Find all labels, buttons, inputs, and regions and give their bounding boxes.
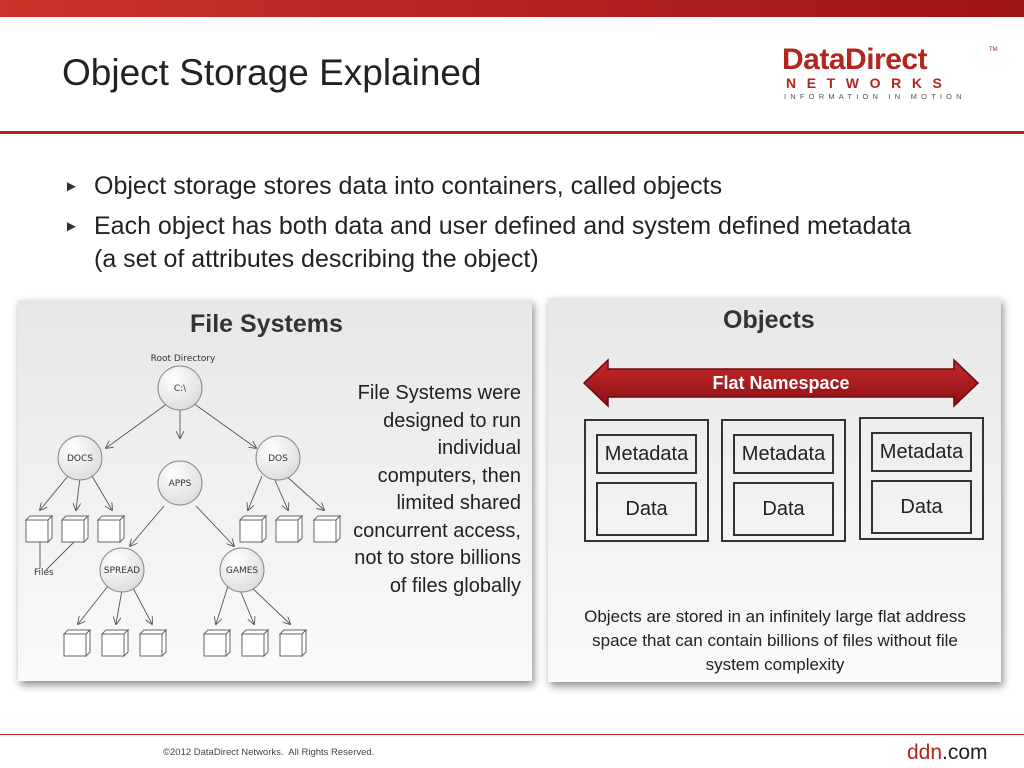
tree-root-node: C:\ [157, 365, 203, 411]
tree-root-label: C:\ [174, 384, 187, 394]
slide-title: Object Storage Explained [62, 52, 482, 93]
link-brand: ddn [907, 741, 943, 764]
title-divider [0, 131, 1024, 134]
objects-heading: Objects [723, 306, 815, 334]
tree-folder-node: SPREAD [99, 547, 145, 593]
tree-folder-node: DOCS [57, 435, 103, 481]
bullet-text: Object storage stores data into containe… [94, 172, 723, 200]
double-arrow-shape [582, 358, 980, 408]
directory-tree-diagram: C:\ Root Directory DOCS APPS DOS SPREAD … [24, 354, 342, 658]
bullet-arrow-icon: ► [64, 218, 79, 235]
link-tld: .com [942, 741, 988, 764]
flat-namespace-label: Flat Namespace [712, 373, 850, 393]
file-icons [24, 514, 342, 658]
file-cube-icon [62, 628, 92, 658]
object-metadata: Metadata [733, 434, 834, 474]
object-container: Metadata Data [721, 419, 846, 542]
svg-text:APPS: APPS [169, 479, 192, 489]
tree-files-caption: Files [34, 568, 54, 578]
bullet-item: ► Object storage stores data into contai… [62, 170, 922, 203]
tree-edges [40, 402, 324, 624]
file-cube-icon [278, 628, 308, 658]
bullet-item: ► Each object has both data and user def… [62, 210, 922, 276]
tree-root-caption: Root Directory [151, 354, 216, 364]
object-data: Data [596, 482, 697, 536]
file-cube-icon [274, 514, 304, 544]
tree-folder-node: DOS [255, 435, 301, 481]
file-cube-icon [100, 628, 130, 658]
tree-folder-node: GAMES [219, 547, 265, 593]
logo-trademark: TM [989, 47, 998, 53]
file-cube-icon [24, 514, 54, 544]
file-cube-icon [312, 514, 342, 544]
object-container: Metadata Data [859, 417, 984, 540]
bullet-arrow-icon: ► [64, 178, 79, 195]
file-cube-icon [238, 514, 268, 544]
ddn-logo: DataDirect NETWORKS INFORMATION IN MOTIO… [782, 44, 1002, 104]
tree-folder-node: APPS [157, 460, 203, 506]
logo-networks: NETWORKS [786, 75, 953, 91]
objects-panel: Objects Flat Namespace Metadata Data Met… [548, 298, 1001, 682]
svg-text:DOCS: DOCS [67, 454, 93, 464]
object-metadata: Metadata [596, 434, 697, 474]
file-systems-description: File Systems were designed to run indivi… [353, 382, 521, 597]
flat-namespace-arrow [582, 358, 980, 408]
file-cube-icon [96, 514, 126, 544]
footer-divider [0, 734, 1024, 735]
bullet-list: ► Object storage stores data into contai… [62, 170, 922, 283]
logo-wordmark: DataDirect [782, 43, 928, 76]
svg-text:DOS: DOS [268, 454, 288, 464]
logo-tagline: INFORMATION IN MOTION [784, 92, 966, 101]
svg-text:GAMES: GAMES [226, 566, 259, 576]
object-container: Metadata Data [584, 419, 709, 542]
file-systems-panel: File Systems [18, 300, 532, 681]
object-data: Data [733, 482, 834, 536]
file-cube-icon [138, 628, 168, 658]
copyright-text: ©2012 DataDirect Networks. All Rights Re… [163, 747, 375, 758]
bullet-text: Each object has both data and user defin… [94, 212, 912, 273]
file-systems-heading: File Systems [190, 310, 343, 338]
svg-text:SPREAD: SPREAD [104, 566, 140, 576]
object-metadata: Metadata [871, 432, 972, 472]
top-accent-bar [0, 0, 1024, 17]
object-data: Data [871, 480, 972, 534]
file-cube-icon [240, 628, 270, 658]
file-cube-icon [202, 628, 232, 658]
ddn-website-link[interactable]: ddn.com [907, 741, 988, 765]
objects-description: Objects are stored in an infinitely larg… [584, 607, 966, 674]
file-cube-icon [60, 514, 90, 544]
